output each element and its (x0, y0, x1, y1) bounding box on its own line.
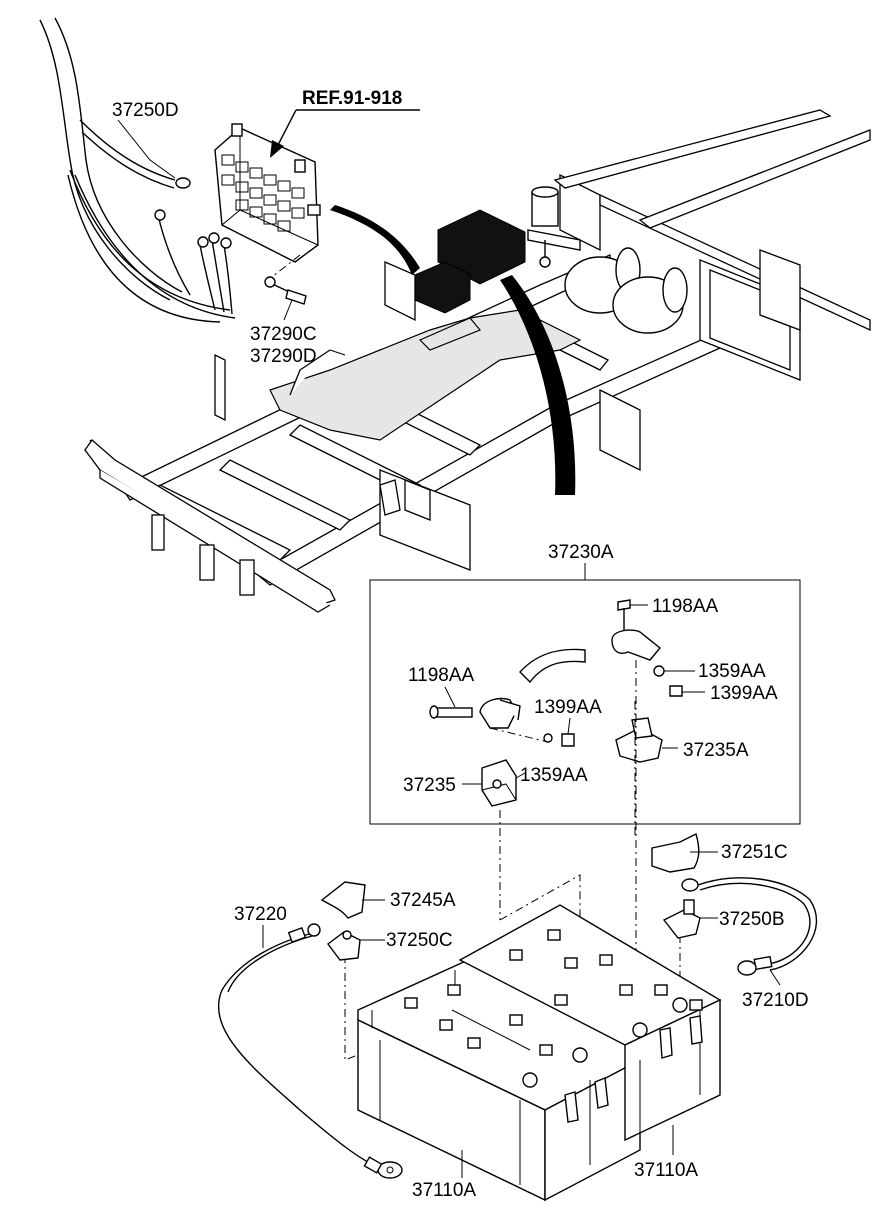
label-37290C: 37290C (250, 324, 317, 345)
label-1399AA-mid: 1399AA (534, 697, 602, 718)
label-37290D: 37290D (250, 346, 317, 367)
terminal-37250B (662, 899, 718, 939)
label-1198AA-left: 1198AA (408, 665, 475, 686)
callout-arrows (330, 205, 576, 495)
cable-37210D (681, 877, 817, 986)
label-1198AA-top: 1198AA (652, 596, 719, 617)
label-37230A: 37230A (548, 542, 614, 563)
battery-right (458, 904, 722, 1155)
terminal-cover-37251C (651, 832, 718, 873)
terminal-kit-parts (429, 599, 705, 807)
label-37220: 37220 (234, 904, 287, 925)
ref-label: REF.91-918 (302, 88, 402, 109)
label-37210D: 37210D (742, 990, 809, 1011)
cable-37220 (217, 923, 403, 1179)
label-37250B: 37250B (719, 909, 785, 930)
vehicle-chassis (84, 109, 871, 613)
main-wiring-harness (39, 17, 236, 323)
label-37251C: 37251C (721, 842, 788, 863)
label-37235A: 37235A (683, 740, 749, 761)
leader-37250D (117, 119, 176, 179)
short-cable (264, 254, 307, 305)
label-37235: 37235 (403, 775, 456, 796)
label-37245A: 37245A (390, 890, 456, 911)
label-37250C: 37250C (386, 930, 453, 951)
leader-37290D (329, 349, 346, 356)
leader-37290 (283, 299, 293, 321)
fuse-relay-box (214, 123, 321, 263)
terminal-cover-37245A (320, 881, 385, 919)
label-1399AA-right: 1399AA (710, 683, 778, 704)
label-1359AA-low: 1359AA (520, 765, 588, 786)
label-37110A-right: 37110A (634, 1160, 698, 1181)
label-37110A-left: 37110A (412, 1180, 476, 1201)
reference-pointer (270, 109, 420, 158)
label-1359AA-right: 1359AA (698, 661, 766, 682)
label-37250D: 37250D (112, 100, 179, 121)
terminal-37250C (327, 930, 385, 961)
